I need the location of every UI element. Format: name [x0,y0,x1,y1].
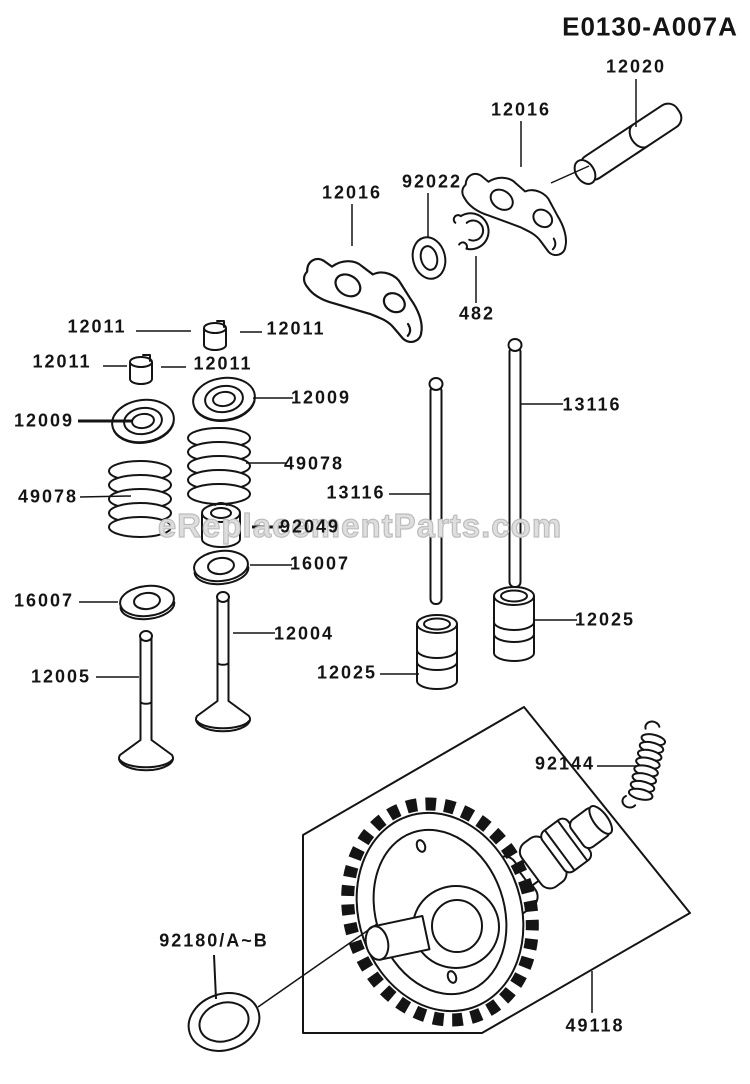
part-label-49078: 49078 [283,453,345,474]
diagram-code: E0130-A007A [562,11,738,42]
part-label-49078: 49078 [17,486,79,507]
valve-spring-drawing [187,427,251,505]
part-label-12020: 12020 [605,56,667,77]
part-label-92049: 92049 [279,516,341,537]
part-label-12004: 12004 [273,623,335,644]
part-label-92180/A~B: 92180/A~B [159,930,269,951]
part-label-482: 482 [458,303,496,324]
part-label-12025: 12025 [316,662,378,683]
leader-lines [78,79,637,1013]
spring-retainer-drawing [189,372,259,426]
part-label-92144: 92144 [534,753,596,774]
valve-cap-drawing [203,320,227,351]
leader-line [257,923,378,1008]
part-label-12011: 12011 [67,316,127,337]
part-label-12009: 12009 [290,387,352,408]
tappet-drawing [493,586,535,662]
exhaust-valve-drawing [118,630,174,772]
push-rod-drawing [428,377,444,605]
leader-line [79,495,132,498]
part-label-13116: 13116 [326,482,386,503]
spring-seat-drawing [191,547,251,588]
washer-drawing [411,236,447,280]
rocker-shaft-drawing [573,102,683,185]
part-label-12009: 12009 [13,410,75,431]
part-label-12011: 12011 [193,353,253,374]
part-label-12011: 12011 [32,351,92,372]
part-label-92022: 92022 [401,171,463,192]
part-label-12011: 12011 [266,318,326,339]
part-label-16007: 16007 [13,590,75,611]
oil-seal-drawing [201,501,241,548]
valve-spring-drawing [108,460,172,538]
valve-cap-drawing [129,354,153,385]
tappet-drawing [416,614,458,690]
part-label-12016: 12016 [490,99,552,120]
part-label-13116: 13116 [562,394,622,415]
circlip-drawing [452,212,490,251]
intake-valve-drawing [195,591,251,733]
leader-line [550,165,590,184]
part-label-16007: 16007 [289,553,351,574]
rocker-arm-right-drawing [453,158,584,260]
leader-line [213,954,217,1000]
shim-drawing [187,992,261,1052]
part-label-12025: 12025 [574,609,636,630]
spring-seat-drawing [117,582,177,623]
tension-spring-drawing [621,720,667,809]
gear-stub-shaft [364,914,431,961]
cam-gear-drawing [341,797,539,1027]
part-label-12005: 12005 [30,666,92,687]
camshaft-box-outline [302,706,691,1034]
push-rod-drawing [507,338,523,588]
part-label-49118: 49118 [565,1015,625,1036]
part-label-12016: 12016 [321,182,383,203]
